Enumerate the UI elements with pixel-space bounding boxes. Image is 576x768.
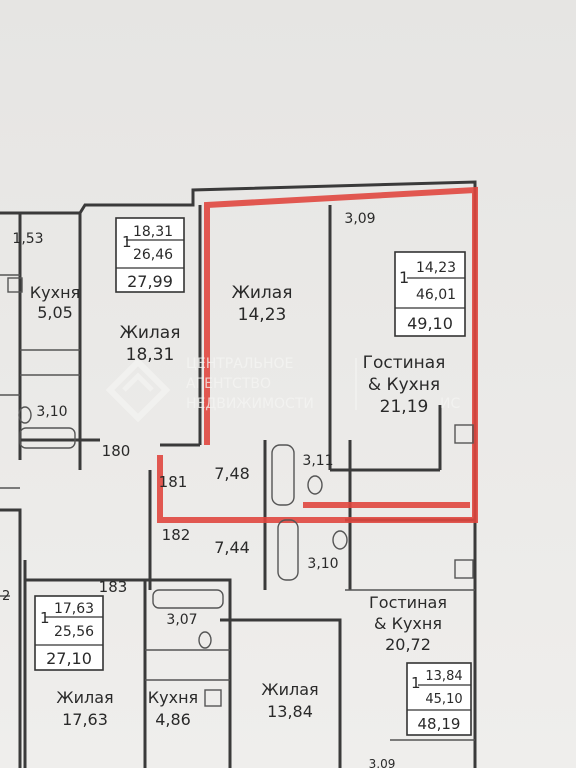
- room-area: 14,23: [238, 305, 287, 325]
- room-area: 20,72: [385, 635, 431, 654]
- room-area: 4,86: [155, 710, 191, 729]
- watermark-brand: ИС: [440, 396, 460, 412]
- stove-icon: [7, 277, 474, 707]
- apartment-info-3: 1 17,63 25,56 27,10: [34, 595, 104, 671]
- room-name: Жилая: [261, 680, 318, 699]
- apartment-total: 26,46: [133, 247, 173, 263]
- small-area: 3,09: [344, 211, 375, 227]
- door-number: 180: [102, 442, 131, 460]
- door-number: 182: [162, 526, 191, 544]
- room-area: 18,31: [126, 345, 175, 365]
- apartment-total: 45,10: [425, 692, 462, 707]
- small-area: 1,53: [12, 231, 43, 247]
- small-area: 3,11: [302, 453, 333, 469]
- room-name: Кухня: [30, 283, 80, 302]
- apartment-total-balcony: 49,10: [407, 314, 453, 333]
- small-area: 3,10: [307, 556, 338, 572]
- apartment-info-4: 1 13,84 45,10 48,19: [406, 662, 472, 736]
- watermark-line: НЕДВИЖИМОСТИ: [186, 396, 314, 412]
- apartment-living: 17,63: [54, 601, 94, 617]
- apartment-total-balcony: 27,10: [46, 649, 92, 668]
- room-name: Жилая: [120, 323, 181, 343]
- toilet-icon: [18, 406, 348, 649]
- room-area: 7,48: [214, 464, 250, 483]
- apartment-total: 46,01: [416, 287, 456, 303]
- bathtub-icon: [19, 427, 299, 609]
- apartment-info-2: 1 14,23 46,01 49,10: [394, 251, 466, 337]
- room-name: Жилая: [232, 283, 293, 303]
- watermark-line: АГЕНТСТВО: [186, 376, 271, 392]
- room-area: 17,63: [62, 710, 108, 729]
- watermark-line: ЦЕНТРАЛЬНОЕ: [186, 356, 293, 372]
- apartment-total-balcony: 27,99: [127, 272, 173, 291]
- door-number: 183: [99, 578, 128, 596]
- apartment-living: 18,31: [133, 224, 173, 240]
- apartment-info-1: 1 18,31 26,46 27,99: [115, 217, 185, 293]
- room-area: 7,44: [214, 538, 250, 557]
- apartment-living: 13,84: [425, 669, 462, 684]
- door-number: 181: [159, 473, 188, 491]
- apartment-rooms: 1: [399, 268, 409, 287]
- partial-number: 2: [2, 589, 10, 604]
- small-area-labels: 1,53 3,10 3,09 3,11 3,10 3,07 3,09: [12, 211, 395, 768]
- agency-logo-icon: [105, 357, 171, 423]
- room-name: Гостиная: [363, 353, 446, 373]
- small-area: 3,10: [36, 404, 67, 420]
- agency-watermark: ЦЕНТРАЛЬНОЕ АГЕНТСТВО НЕДВИЖИМОСТИ ИС: [105, 356, 460, 423]
- room-name: Кухня: [148, 688, 198, 707]
- room-area: 13,84: [267, 702, 313, 721]
- small-area: 3,09: [369, 757, 396, 768]
- apartment-total-balcony: 48,19: [418, 715, 461, 733]
- room-name: Жилая: [56, 688, 113, 707]
- apartment-rooms: 1: [411, 674, 421, 692]
- highlighted-apartment-outline: [157, 186, 478, 523]
- apartment-rooms: 1: [40, 609, 50, 627]
- door-numbers: 180 181 182 183: [99, 442, 191, 596]
- small-area: 3,07: [166, 612, 197, 628]
- apartment-total: 25,56: [54, 624, 94, 640]
- room-area: 21,19: [380, 397, 429, 417]
- room-labels: Кухня 5,05 Жилая 18,31 Жилая 14,23 Гости…: [30, 283, 447, 729]
- apartment-living: 14,23: [416, 260, 456, 276]
- room-name: Гостиная: [369, 593, 447, 612]
- room-name: & Кухня: [368, 375, 440, 395]
- apartment-rooms: 1: [122, 233, 132, 251]
- room-name: & Кухня: [374, 614, 442, 633]
- room-area: 5,05: [37, 303, 73, 322]
